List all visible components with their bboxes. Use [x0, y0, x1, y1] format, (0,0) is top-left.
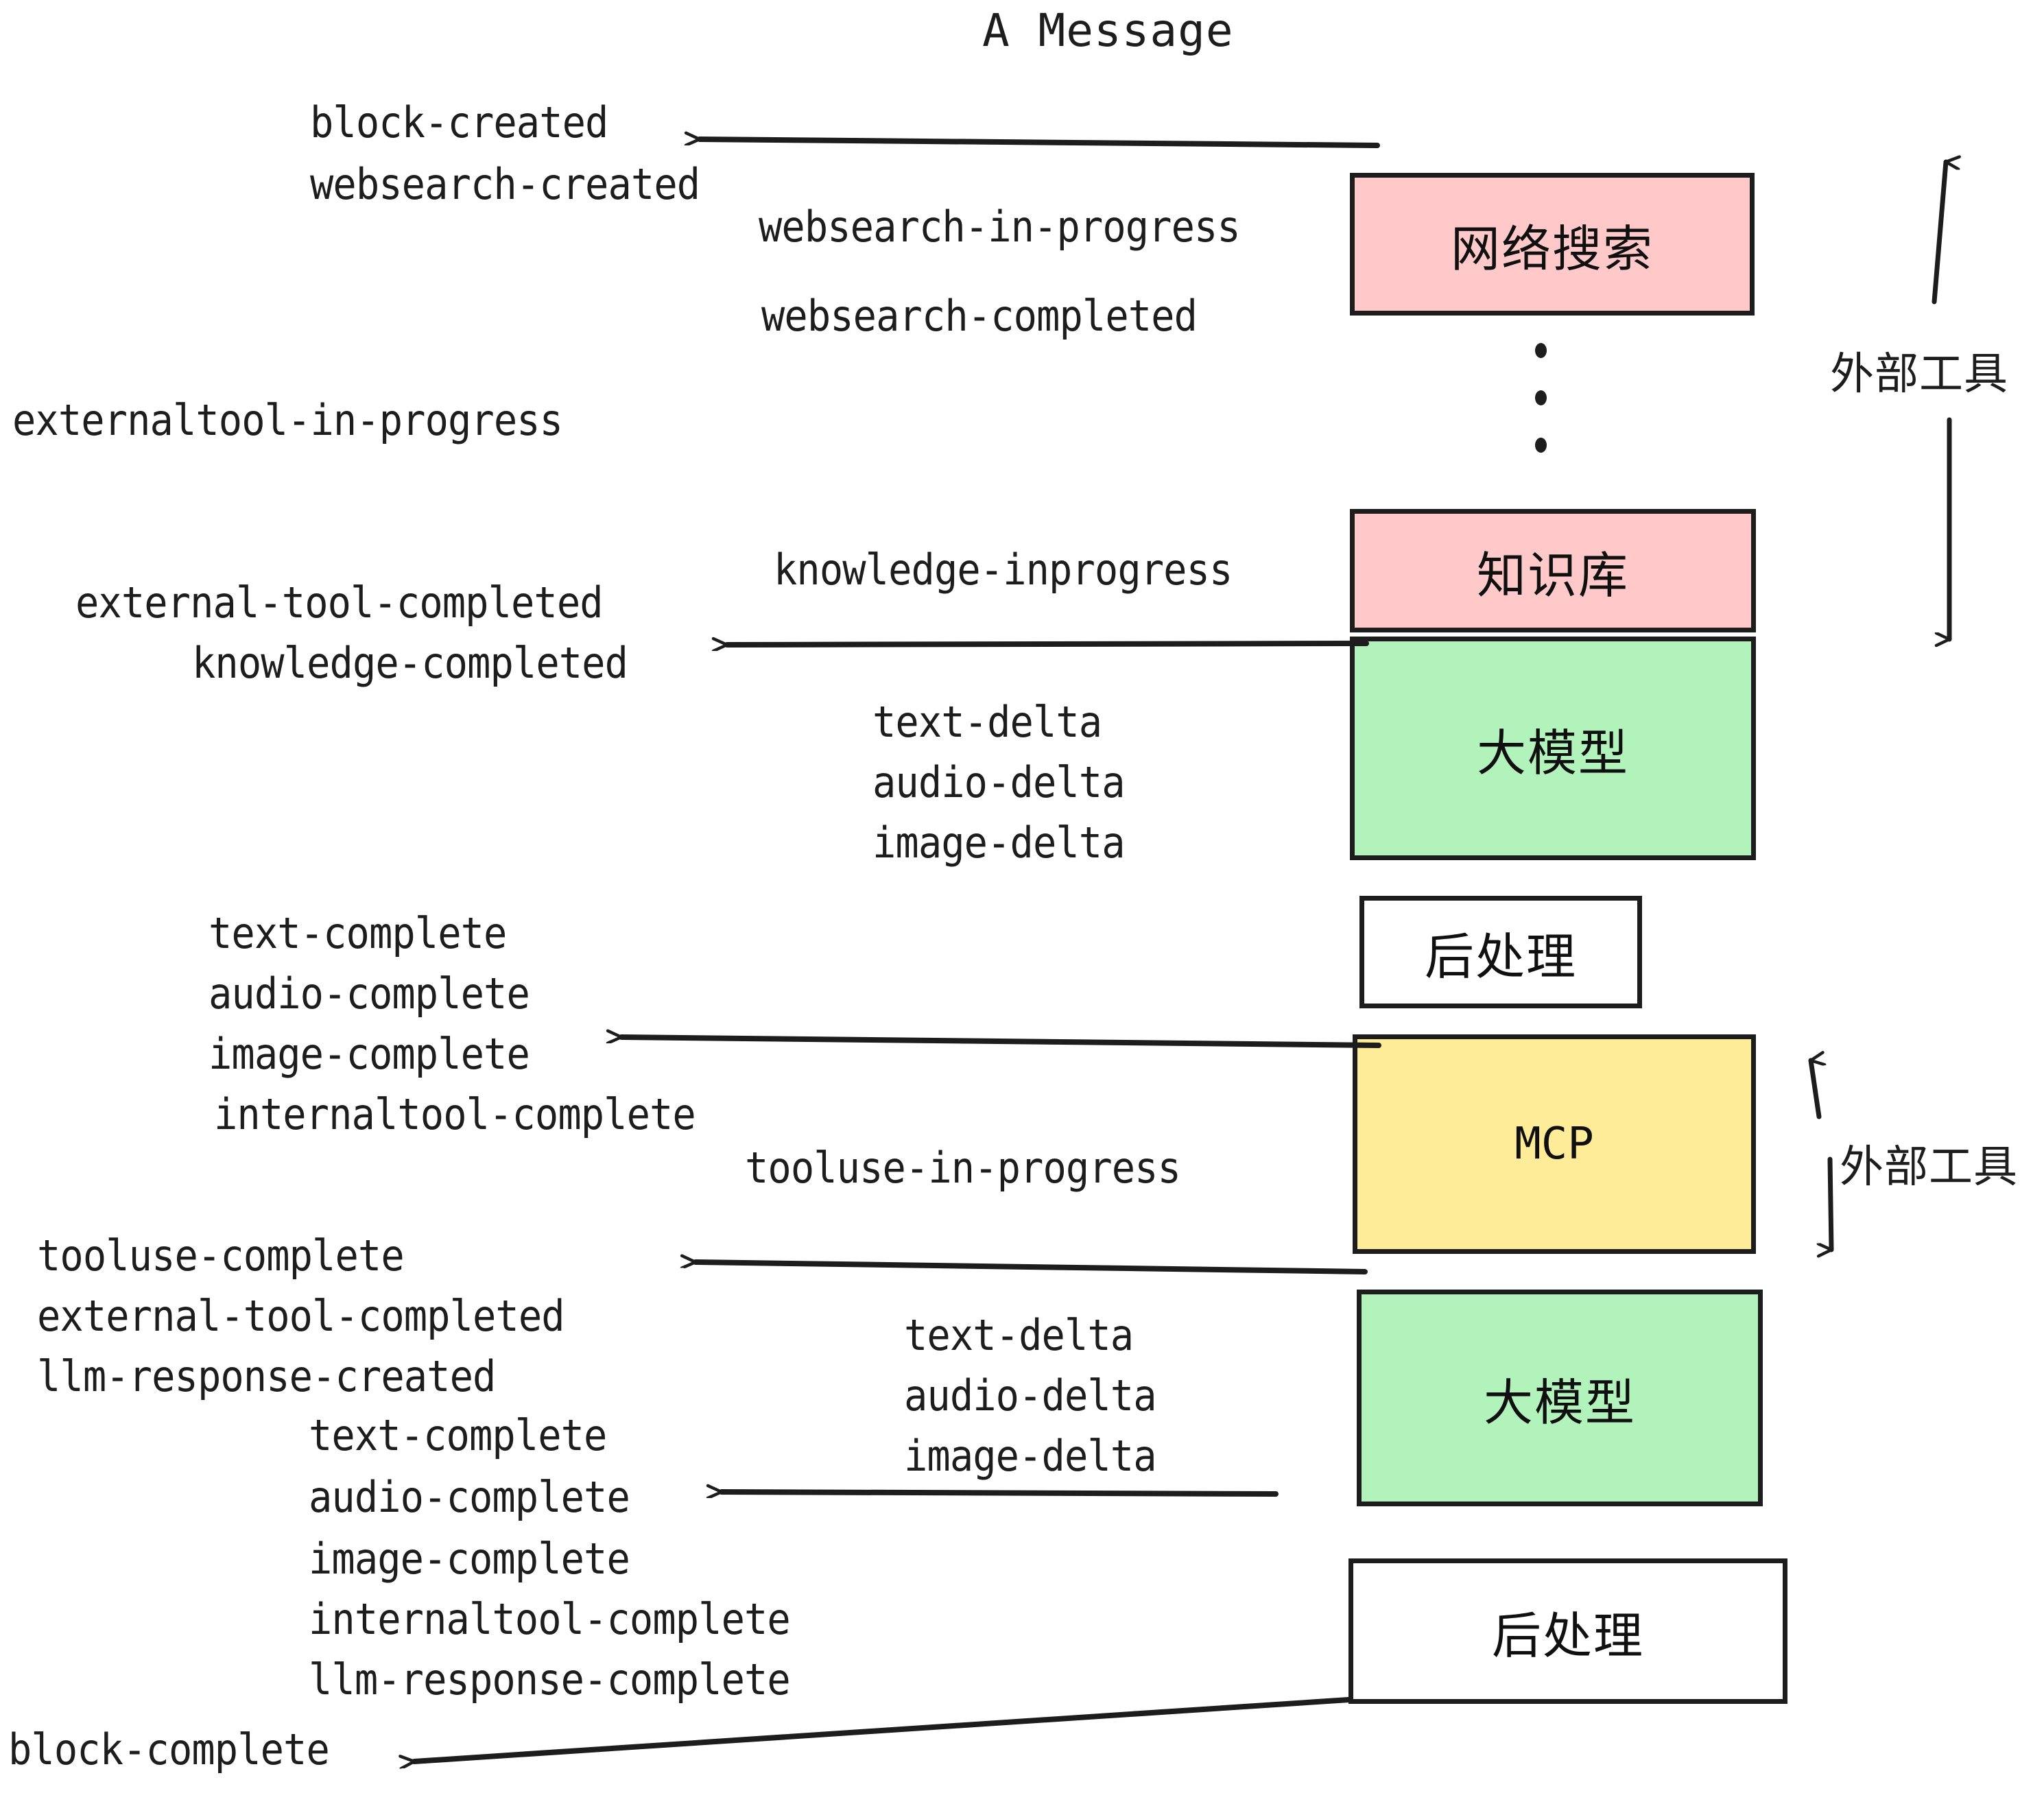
arrow-postprocess-to-imagecomplete: [621, 1037, 1381, 1048]
event-image-delta-2: image-delta: [904, 1431, 1157, 1481]
node-mcp[interactable]: MCP: [1353, 1034, 1756, 1254]
event-knowledge-inprogress: knowledge-inprogress: [774, 545, 1233, 595]
event-text-complete-2: text-complete: [309, 1410, 607, 1460]
node-postprocess-second[interactable]: 后处理: [1348, 1558, 1787, 1704]
event-websearch-in-progress: websearch-in-progress: [759, 202, 1241, 252]
event-block-complete: block-complete: [8, 1724, 330, 1775]
event-externaltool-in-progress: externaltool-in-progress: [12, 395, 563, 445]
bracket-external-tool-bottom: [1808, 1060, 1834, 1250]
event-text-delta-2: text-delta: [904, 1310, 1134, 1360]
event-image-complete-1: image-complete: [209, 1029, 530, 1079]
event-audio-complete-2: audio-complete: [309, 1472, 630, 1522]
arrow-mcp-to-toolusecomplete: [696, 1262, 1368, 1274]
arrow-websearch-to-blockcreated: [700, 139, 1380, 148]
event-websearch-completed: websearch-completed: [761, 291, 1198, 341]
event-image-complete-2: image-complete: [309, 1534, 630, 1584]
event-text-delta-1: text-delta: [872, 697, 1102, 747]
event-internaltool-complete-1: internaltool-complete: [214, 1089, 696, 1139]
event-websearch-created: websearch-created: [310, 159, 700, 209]
node-llm-second[interactable]: 大模型: [1357, 1290, 1763, 1506]
vertical-ellipsis-icon: [1534, 343, 1547, 453]
event-audio-delta-1: audio-delta: [872, 757, 1126, 807]
node-websearch[interactable]: 网络搜索: [1350, 173, 1755, 316]
event-external-tool-completed-1: external-tool-completed: [75, 578, 604, 628]
arrow-knowledge-to-knowledgecompleted: [727, 643, 1369, 645]
node-llm-first[interactable]: 大模型: [1350, 637, 1756, 860]
arrow-llm-to-audiocomplete: [722, 1492, 1279, 1494]
event-audio-complete-1: audio-complete: [209, 969, 530, 1019]
event-block-created: block-created: [310, 97, 608, 147]
event-knowledge-completed: knowledge-completed: [192, 638, 628, 688]
diagram-title: A Message: [982, 4, 1234, 57]
event-internaltool-complete-2: internaltool-complete: [309, 1594, 791, 1644]
side-label-external-tool-top: 外部工具: [1830, 349, 2008, 400]
event-llm-response-created: llm-response-created: [37, 1351, 496, 1401]
event-tooluse-in-progress: tooluse-in-progress: [745, 1143, 1181, 1193]
node-postprocess-first[interactable]: 后处理: [1359, 896, 1642, 1008]
event-image-delta-1: image-delta: [872, 818, 1126, 868]
event-external-tool-completed-2: external-tool-completed: [37, 1291, 565, 1341]
arrow-postprocess-to-blockcomplete: [414, 1697, 1351, 1761]
event-llm-response-complete: llm-response-complete: [309, 1654, 791, 1705]
side-label-external-tool-bottom: 外部工具: [1840, 1142, 2018, 1193]
node-knowledge-base[interactable]: 知识库: [1350, 509, 1756, 632]
event-tooluse-complete: tooluse-complete: [37, 1231, 405, 1281]
event-audio-delta-2: audio-delta: [904, 1370, 1157, 1421]
event-text-complete-1: text-complete: [209, 908, 507, 958]
